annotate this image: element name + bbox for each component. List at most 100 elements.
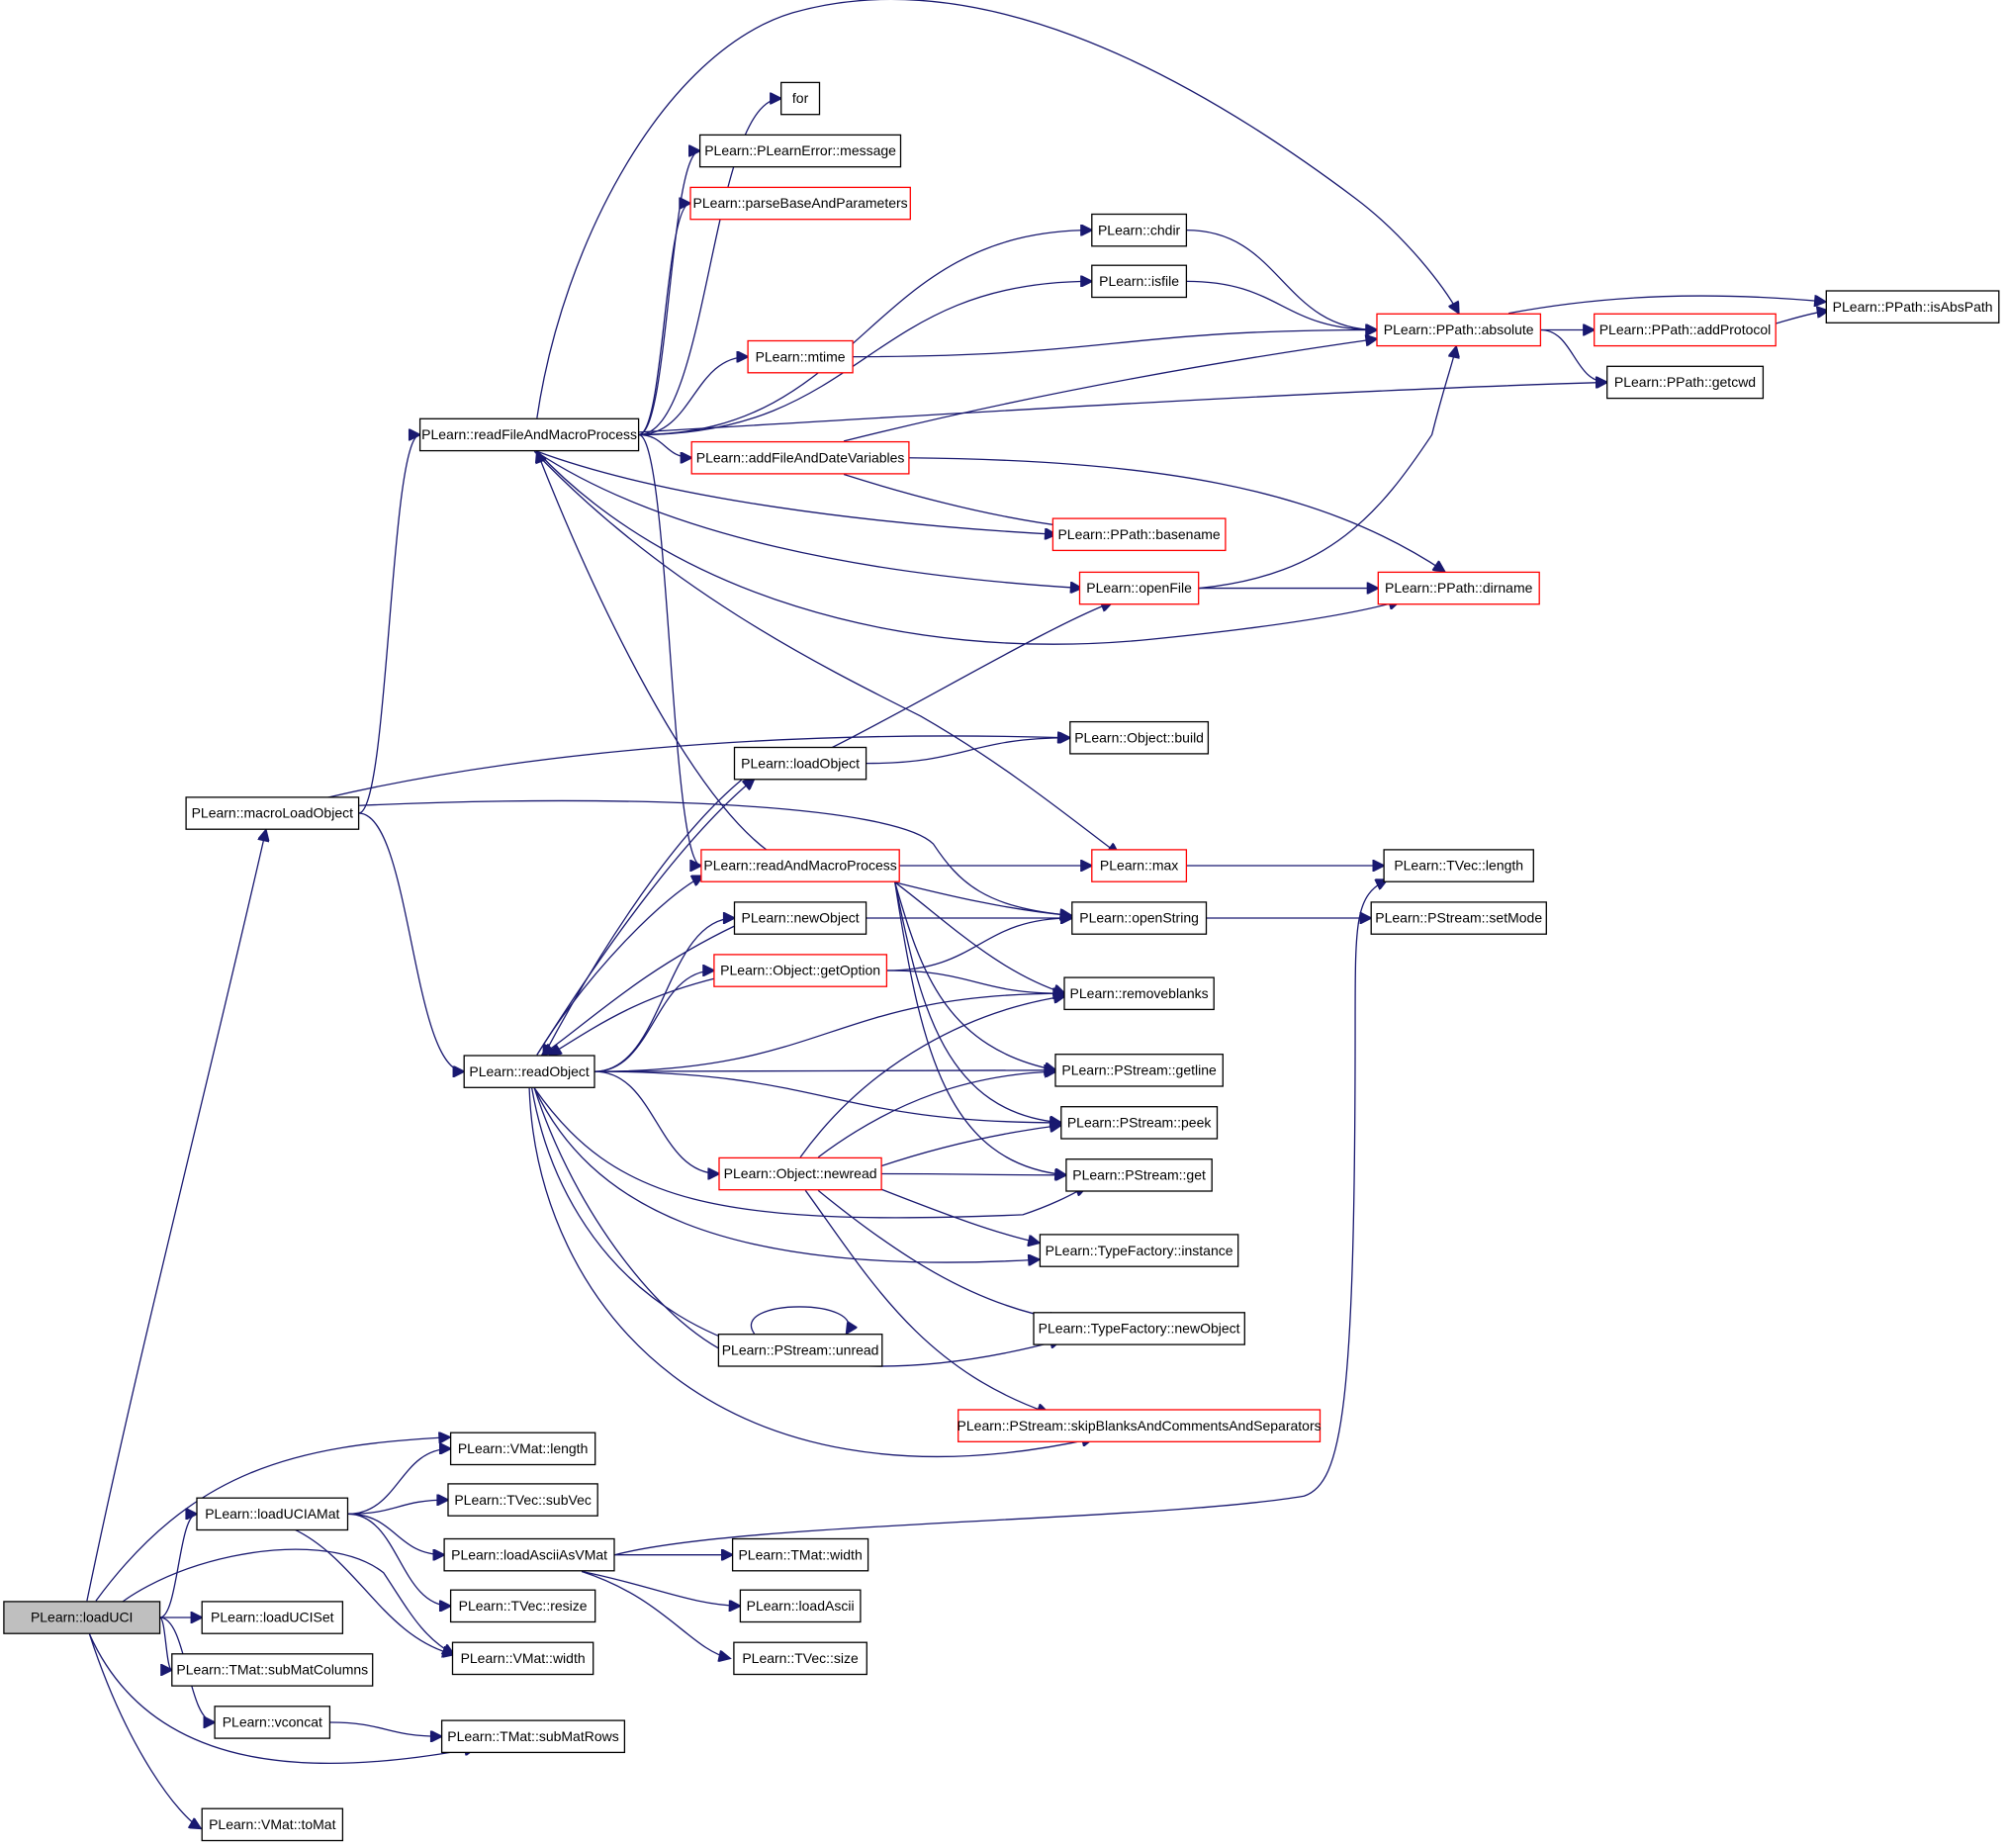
node-isfile[interactable]: PLearn::isfile: [1091, 264, 1188, 299]
node-isAbsPath[interactable]: PLearn::PPath::isAbsPath: [1825, 290, 2000, 323]
node-loadAscii[interactable]: PLearn::loadAscii: [739, 1589, 862, 1623]
edge-newObject-to-readObject: [542, 926, 735, 1056]
edge-readObject-to-newread: [594, 1071, 719, 1173]
node-get[interactable]: PLearn::PStream::get: [1065, 1158, 1213, 1192]
node-setMode[interactable]: PLearn::PStream::setMode: [1370, 901, 1547, 935]
node-getcwd[interactable]: PLearn::PPath::getcwd: [1606, 365, 1765, 400]
node-subVec[interactable]: PLearn::TVec::subVec: [447, 1483, 598, 1517]
edge-newread-to-getline: [818, 1071, 1055, 1157]
node-chdir[interactable]: PLearn::chdir: [1091, 213, 1188, 247]
node-dirname[interactable]: PLearn::PPath::dirname: [1377, 571, 1540, 605]
edge-readFileAndMacroProcess-to-addFileAndDateVariables: [639, 434, 692, 457]
node-mtime[interactable]: PLearn::mtime: [747, 339, 854, 374]
node-vconcat[interactable]: PLearn::vconcat: [214, 1706, 331, 1739]
node-box: [731, 1537, 869, 1572]
node-box: [443, 1537, 615, 1572]
edge-newread-to-instance: [881, 1189, 1040, 1243]
node-label: PLearn::TVec::size: [742, 1650, 859, 1666]
node-addProtocol[interactable]: PLearn::PPath::addProtocol: [1594, 313, 1777, 347]
node-loadUCISet[interactable]: PLearn::loadUCISet: [201, 1601, 344, 1634]
node-basename[interactable]: PLearn::PPath::basename: [1051, 517, 1227, 552]
edge-loadAsciiAsVMat-to-tvecSize: [582, 1571, 730, 1658]
node-readObject[interactable]: PLearn::readObject: [463, 1055, 595, 1088]
node-label: PLearn::TMat::width: [738, 1546, 862, 1562]
node-message[interactable]: PLearn::PLearnError::message: [698, 134, 902, 168]
node-tmatWidth[interactable]: PLearn::TMat::width: [731, 1537, 869, 1572]
node-instance[interactable]: PLearn::TypeFactory::instance: [1039, 1234, 1239, 1267]
node-loadUCIAMat[interactable]: PLearn::loadUCIAMat: [196, 1497, 349, 1531]
node-loadUCI[interactable]: PLearn::loadUCI: [3, 1601, 161, 1634]
edge-readFileAndMacroProcess-to-dirname: [537, 451, 1400, 644]
node-label: PLearn::VMat::width: [461, 1650, 586, 1666]
node-label: PLearn::openFile: [1086, 580, 1192, 596]
node-resize[interactable]: PLearn::TVec::resize: [449, 1589, 596, 1623]
edge-readAndMacroProcess-to-removeblanks: [895, 882, 1065, 993]
edge-readObject-to-readAndMacroProcess: [537, 876, 703, 1055]
node-box: [747, 339, 854, 374]
node-unread[interactable]: PLearn::PStream::unread: [717, 1334, 883, 1367]
node-label: PLearn::removeblanks: [1070, 985, 1209, 1001]
node-label: PLearn::macroLoadObject: [192, 805, 354, 821]
edge-readFileAndMacroProcess-to-chdir: [639, 231, 1092, 435]
node-label: PLearn::chdir: [1098, 222, 1181, 237]
edge-readFileAndMacroProcess-to-openFile: [536, 451, 1082, 588]
node-tfNewObject[interactable]: PLearn::TypeFactory::newObject: [1033, 1312, 1245, 1345]
node-skipBlanks[interactable]: PLearn::PStream::skipBlanksAndCommentsAn…: [958, 1409, 1322, 1442]
node-getOption[interactable]: PLearn::Object::getOption: [713, 954, 888, 987]
edge-readFileAndMacroProcess-to-getcwd: [639, 382, 1606, 431]
node-absolute[interactable]: PLearn::PPath::absolute: [1376, 313, 1542, 347]
node-openFile[interactable]: PLearn::openFile: [1078, 571, 1200, 605]
node-peek[interactable]: PLearn::PStream::peek: [1060, 1106, 1219, 1140]
node-for[interactable]: for: [780, 81, 821, 116]
node-newread[interactable]: PLearn::Object::newread: [718, 1156, 882, 1191]
edge-mtime-to-absolute: [853, 329, 1377, 356]
edge-readObject-to-loadObject: [537, 779, 755, 1055]
node-openString[interactable]: PLearn::openString: [1071, 901, 1208, 935]
node-tvecLength[interactable]: PLearn::TVec::length: [1383, 849, 1534, 882]
node-label: PLearn::TVec::length: [1394, 858, 1523, 874]
node-loadObject[interactable]: PLearn::loadObject: [733, 746, 867, 781]
node-box: [958, 1409, 1322, 1442]
edge-macroLoadObject-to-readObject: [359, 813, 465, 1071]
node-readFileAndMacroProcess[interactable]: PLearn::readFileAndMacroProcess: [418, 417, 640, 452]
edge-absolute-to-getcwd: [1540, 329, 1606, 382]
edge-readFileAndMacroProcess-to-readAndMacroProcess: [639, 434, 701, 866]
node-label: PLearn::max: [1100, 858, 1178, 874]
node-label: PLearn::PPath::basename: [1057, 526, 1220, 542]
edge-isfile-to-absolute: [1186, 281, 1377, 329]
edge-readObject-to-unread: [534, 1088, 739, 1358]
node-box: [449, 1432, 596, 1466]
node-newObject[interactable]: PLearn::newObject: [733, 901, 867, 935]
node-box: [1825, 290, 2000, 323]
node-removeblanks[interactable]: PLearn::removeblanks: [1063, 976, 1215, 1011]
edge-loadUCI-to-loadUCIAMat: [160, 1514, 197, 1617]
edge-loadObject-to-openFile: [831, 602, 1112, 748]
node-build[interactable]: PLearn::Object::build: [1069, 720, 1210, 755]
node-box: [700, 849, 900, 882]
node-label: PLearn::PStream::peek: [1067, 1115, 1213, 1131]
edge-readFileAndMacroProcess-to-basename: [537, 451, 1056, 534]
node-box: [733, 746, 867, 781]
node-loadAsciiAsVMat[interactable]: PLearn::loadAsciiAsVMat: [443, 1537, 615, 1572]
edge-loadUCI-to-vmatWidth: [89, 1549, 453, 1654]
node-toMat[interactable]: PLearn::VMat::toMat: [201, 1807, 344, 1842]
node-vmatWidth[interactable]: PLearn::VMat::width: [451, 1641, 594, 1676]
edge-loadObject-to-readObject: [543, 780, 741, 1056]
node-label: PLearn::mtime: [756, 348, 846, 364]
node-box: [201, 1807, 344, 1842]
node-subMatColumns[interactable]: PLearn::TMat::subMatColumns: [171, 1653, 374, 1687]
node-parseBaseAndParameters[interactable]: PLearn::parseBaseAndParameters: [689, 186, 911, 221]
node-addFileAndDateVariables[interactable]: PLearn::addFileAndDateVariables: [690, 440, 910, 475]
node-readAndMacroProcess[interactable]: PLearn::readAndMacroProcess: [700, 849, 900, 882]
node-tvecSize[interactable]: PLearn::TVec::size: [733, 1641, 867, 1676]
node-max[interactable]: PLearn::max: [1091, 849, 1188, 882]
edge-getOption-to-openString: [886, 918, 1071, 970]
edge-loadAsciiAsVMat-to-tvecLength: [615, 879, 1388, 1554]
node-box: [1091, 264, 1188, 299]
node-vmatLength[interactable]: PLearn::VMat::length: [449, 1432, 596, 1466]
node-subMatRows[interactable]: PLearn::TMat::subMatRows: [440, 1719, 626, 1754]
edge-loadUCI-to-vmatLength: [96, 1437, 450, 1601]
node-getline[interactable]: PLearn::PStream::getline: [1054, 1054, 1224, 1087]
node-box: [739, 1589, 862, 1623]
node-macroLoadObject[interactable]: PLearn::macroLoadObject: [185, 796, 360, 830]
